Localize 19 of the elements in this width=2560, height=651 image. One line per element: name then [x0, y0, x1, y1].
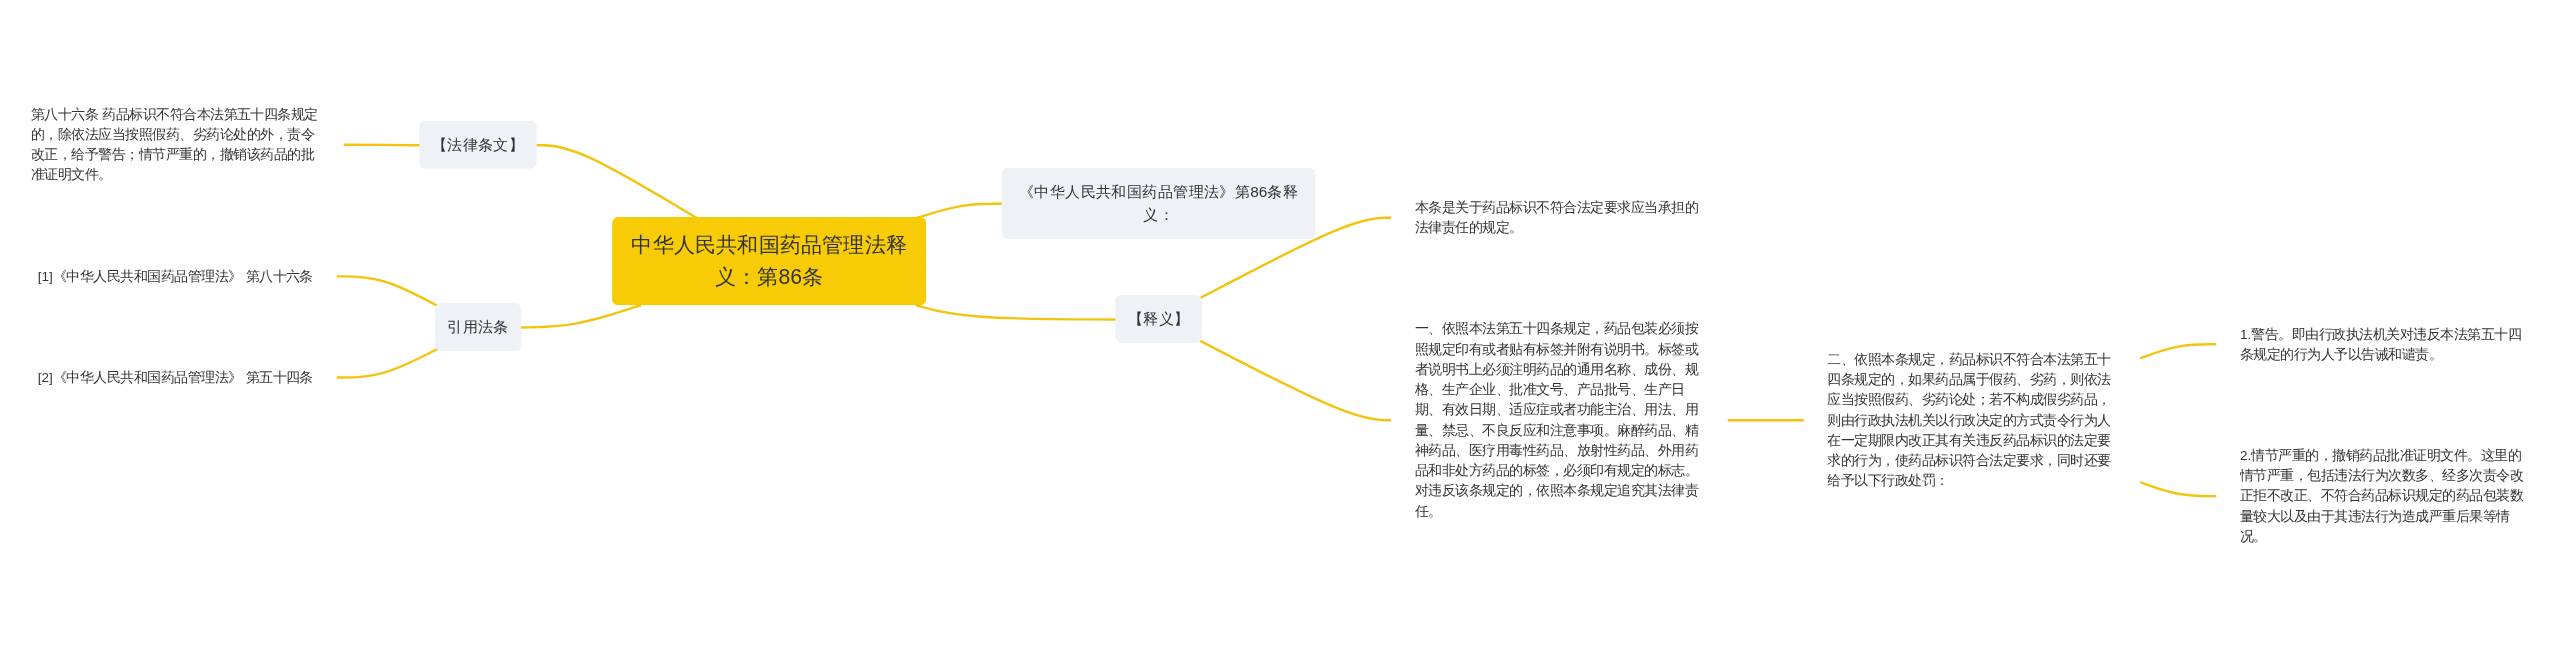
node-text: 1.警告。即由行政执法机关对违反本法第五十四条规定的行为人予以告诫和谴责。 [2240, 325, 2522, 362]
node-text: [2]《中华人民共和国药品管理法》 第五十四条 [37, 369, 313, 385]
node-text: 一、依照本法第五十四条规定，药品包装必须按照规定印有或者贴有标签并附有说明书。标签或者说明书上必须注明药品的通用名称、成份、规格、生产企业、批准文号、产品批号、生产日期、有效日期、适应症或者功能主治、用法、用量、禁忌、不良反应和注意事项。麻醉药品、精神药品、医疗用毒性药品、放射性药品、外用药品和非处方药品的标签，必须印有规定的标志。对违反该条规定的，依照本条规定追究其法律责任。 [1414, 320, 1699, 519]
connector [336, 275, 438, 307]
node-text: 2.情节严重的，撤销药品批准证明文件。这里的情节严重，包括违法行为次数多、经多次责令改正拒不改正、不符合药品标识规定的药品包装数量较大以及由于其违法行为造成严重后果等情况。 [2240, 447, 2524, 544]
connector [520, 303, 642, 329]
connector [343, 143, 421, 147]
connector [2139, 480, 2217, 498]
node-text: [1]《中华人民共和国药品管理法》 第八十六条 [37, 268, 313, 284]
node-text: 本条是关于药品标识不符合法定要求应当承担的法律责任的规定。 [1414, 199, 1699, 236]
connector [2139, 343, 2217, 360]
connector [336, 347, 438, 379]
connector [915, 303, 1117, 321]
connector [1727, 419, 1805, 422]
node-text: 第八十六条 药品标识不符合本法第五十四条规定的，除依法应当按照假药、劣药论处的外，责令改正，给予警告；情节严重的，撤销该药品的批准证明文件。 [30, 106, 318, 183]
connector [915, 202, 1003, 220]
connector [1199, 339, 1392, 422]
node-text: 二、依照本条规定，药品标识不符合本法第五十四条规定的，如果药品属于假药、劣药，则依法应当按照假药、劣药论处；若不构成假劣药品，则由行政执法机关以行政决定的方式责令行为人在一定期限内改正其有关违反药品标识的法定要求的行为，使药品标识符合法定要求，同时还要给予以下行政处罚： [1827, 351, 2111, 489]
connector [1199, 216, 1392, 300]
